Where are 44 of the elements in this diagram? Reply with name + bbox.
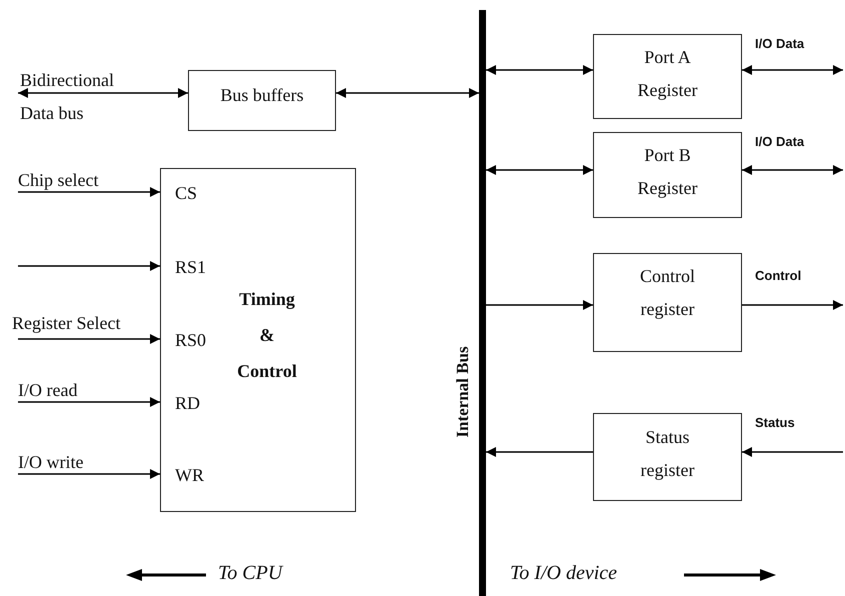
arrow [336, 88, 479, 98]
arrow [18, 88, 188, 98]
direction-label: To I/O device [510, 563, 618, 583]
pin-label: WR [175, 465, 204, 485]
signal-label: Register Select [12, 313, 120, 333]
buffer-box [188, 70, 336, 131]
signal-label: I/O read [18, 380, 78, 400]
arrow [742, 165, 843, 175]
arrow [18, 187, 160, 197]
pin-label: RS0 [175, 330, 206, 350]
register-box [593, 413, 742, 501]
block-title: Timing & Control [236, 288, 298, 383]
signal-label: Control [755, 268, 802, 283]
arrow [18, 261, 160, 271]
arrow [18, 469, 160, 479]
pin-label: RS1 [175, 257, 206, 277]
register-box [593, 253, 742, 352]
pin-label: RD [175, 393, 200, 413]
arrow [18, 397, 160, 407]
signal-label: I/O Data [755, 36, 804, 51]
block-label: Bus buffers [219, 84, 305, 107]
arrow [742, 300, 843, 310]
register-box [593, 34, 742, 119]
signal-label: Chip select [18, 170, 98, 190]
arrow [742, 65, 843, 75]
direction-label: To CPU [218, 563, 282, 583]
arrow [486, 300, 593, 310]
arrow [486, 65, 593, 75]
arrow [742, 447, 843, 457]
timing-control-box [160, 168, 356, 512]
register-box [593, 132, 742, 218]
signal-label: Status [755, 415, 795, 430]
bus-label: Internal Bus [453, 345, 473, 440]
signal-label: I/O write [18, 452, 84, 472]
arrow [486, 165, 593, 175]
block-label: Status register [640, 426, 696, 482]
arrow [18, 334, 160, 344]
signal-label: Bidirectional Data bus [20, 69, 115, 125]
block-label: Control register [638, 265, 696, 321]
arrow [486, 447, 593, 457]
block-label: Port B Register [636, 144, 698, 200]
pin-label: CS [175, 183, 198, 203]
signal-label: I/O Data [755, 134, 804, 149]
block-label: Port A Register [636, 46, 698, 102]
